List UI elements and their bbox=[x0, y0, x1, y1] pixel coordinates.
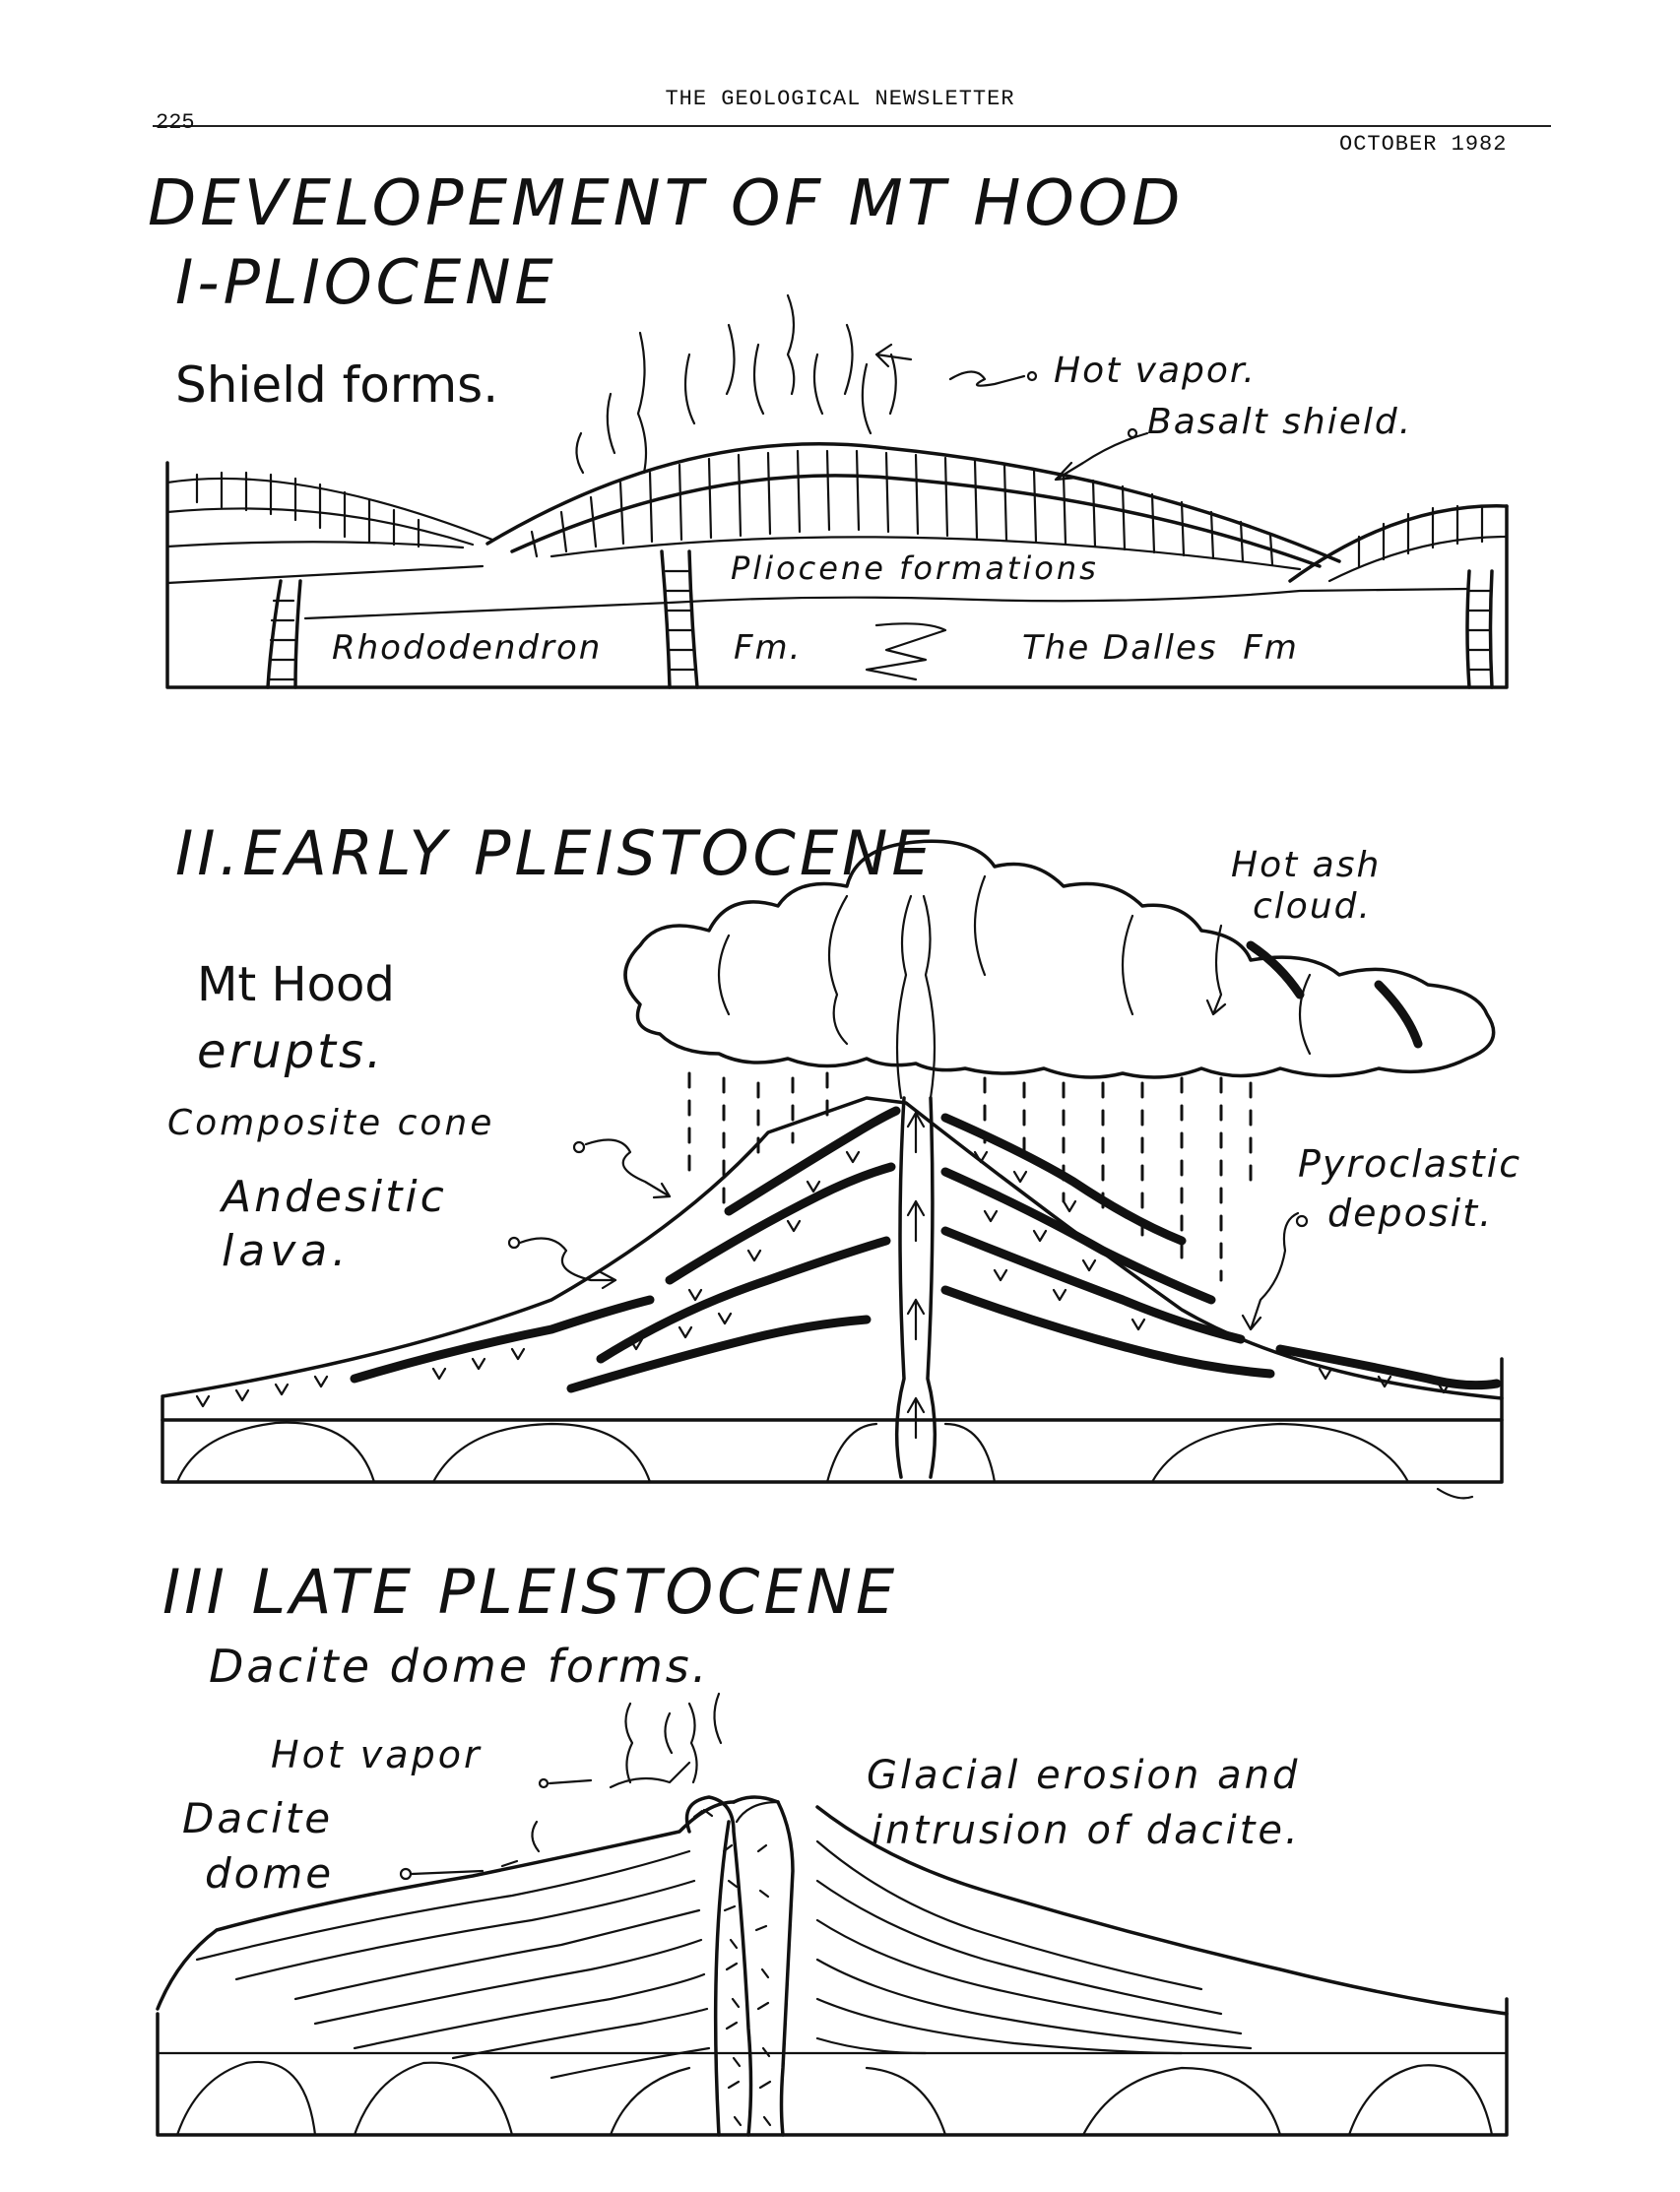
header-rule bbox=[153, 125, 1551, 127]
label-glacial-line2: intrusion of dacite. bbox=[872, 1808, 1301, 1853]
stage-1-caption: Shield forms. bbox=[175, 356, 499, 414]
label-pyroclastic-line1: Pyroclastic bbox=[1298, 1142, 1522, 1186]
label-glacial-line1: Glacial erosion and bbox=[867, 1753, 1301, 1798]
label-fm: Fm. bbox=[734, 628, 803, 668]
stage-3-caption: Dacite dome forms. bbox=[209, 1640, 710, 1693]
label-the-dalles-fm: The Dalles Fm bbox=[1022, 628, 1299, 668]
main-title: DEVELOPEMENT OF MT HOOD bbox=[148, 167, 1185, 240]
stage-1-heading: I-PLIOCENE bbox=[175, 246, 557, 318]
label-hot-ash-cloud-line1: Hot ash bbox=[1231, 845, 1382, 885]
label-andesitic-line1: Andesitic bbox=[222, 1172, 447, 1222]
label-pyroclastic-line2: deposit. bbox=[1327, 1192, 1494, 1235]
label-hot-vapor-1: Hot vapor. bbox=[1054, 351, 1257, 391]
label-pliocene-formations: Pliocene formations bbox=[731, 549, 1099, 587]
issue-date: OCTOBER 1982 bbox=[1339, 132, 1508, 157]
label-basalt-shield: Basalt shield. bbox=[1147, 402, 1413, 442]
stage-2-caption-line1: Mt Hood bbox=[197, 957, 395, 1012]
page-number: 225 bbox=[156, 110, 195, 135]
stage-3-heading: III LATE PLEISTOCENE bbox=[162, 1556, 899, 1628]
newsletter-title: THE GEOLOGICAL NEWSLETTER bbox=[665, 87, 1015, 111]
stage-2-caption-line2: erupts. bbox=[197, 1024, 385, 1079]
label-composite-cone: Composite cone bbox=[167, 1103, 495, 1143]
label-dacite-dome-line1: Dacite bbox=[182, 1794, 334, 1842]
label-rhododendron: Rhododendron bbox=[332, 628, 603, 668]
label-dacite-dome-line2: dome bbox=[205, 1849, 335, 1898]
label-hot-ash-cloud-line2: cloud. bbox=[1253, 886, 1372, 927]
stage-2-heading: II.EARLY PLEISTOCENE bbox=[175, 817, 935, 889]
label-hot-vapor-3: Hot vapor bbox=[271, 1733, 483, 1776]
label-andesitic-line2: lava. bbox=[222, 1226, 352, 1276]
